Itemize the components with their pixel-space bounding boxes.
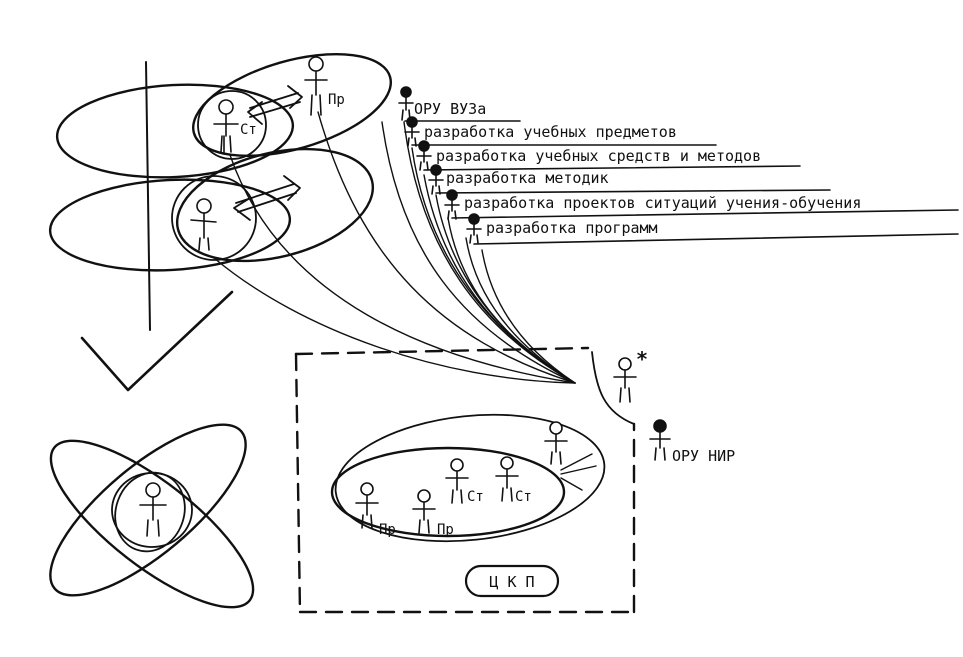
label-dev-4: разработка программ xyxy=(486,219,658,237)
person-dev-1 xyxy=(416,140,432,171)
inner-group: Пр Пр Ст Ст xyxy=(330,413,606,543)
person-upper-left xyxy=(213,99,239,153)
person-dev-2 xyxy=(428,164,444,195)
inner-group-ellipse-b xyxy=(334,413,606,543)
label-pr-upper: Пр xyxy=(328,92,345,108)
middle-inner-circle xyxy=(171,175,257,261)
development-list: ОРУ ВУЗа разработка учебных предметов ра… xyxy=(398,86,959,245)
top-left-cluster: Ст Пр xyxy=(48,53,392,331)
middle-left-ellipse xyxy=(48,178,292,272)
person-st-1 xyxy=(445,458,469,504)
asterisk-label: * xyxy=(636,347,648,371)
label-st-1: Ст xyxy=(467,489,484,505)
label-oru-vuza: ОРУ ВУЗа xyxy=(414,100,486,118)
person-center-bottom-left xyxy=(139,482,167,537)
person-dev-4 xyxy=(466,213,482,244)
boundary-curve xyxy=(591,351,635,425)
crossed-ellipse-b xyxy=(49,439,255,609)
crossed-ellipse-a xyxy=(49,423,247,597)
label-oru-nir: ОРУ НИР xyxy=(672,447,735,465)
label-pr-1: Пр xyxy=(379,522,396,538)
person-oru-nir xyxy=(649,419,671,461)
crossed-ellipses-figure xyxy=(49,423,255,609)
person-st-2 xyxy=(495,456,519,502)
label-pr-2: Пр xyxy=(437,522,454,538)
middle-double-arrow xyxy=(233,175,301,221)
label-dev-2: разработка методик xyxy=(446,169,609,187)
inner-group-ellipse-a xyxy=(330,446,566,538)
person-middle xyxy=(190,198,217,251)
person-pr-1 xyxy=(355,482,379,529)
ckp-label: Ц К П xyxy=(489,573,534,591)
convergence-lines xyxy=(213,111,576,384)
person-pr-2 xyxy=(412,489,436,534)
label-dev-3: разработка проектов ситуаций учения-обуч… xyxy=(464,194,861,212)
person-inner-right xyxy=(544,421,568,465)
center-circle-b xyxy=(114,471,186,553)
person-dev-0 xyxy=(404,116,420,147)
person-upper-right xyxy=(304,56,328,116)
person-asterisk xyxy=(613,357,637,403)
ray-lines xyxy=(560,453,597,491)
check-mark xyxy=(80,290,234,392)
label-st-upper: Ст xyxy=(240,122,257,138)
ckp-badge: Ц К П xyxy=(464,564,560,598)
label-dev-0: разработка учебных предметов xyxy=(424,123,677,141)
upper-double-arrow xyxy=(247,85,303,125)
label-dev-1: разработка учебных средств и методов xyxy=(436,147,761,165)
upper-right-ellipse xyxy=(192,53,392,157)
dashed-boundary xyxy=(294,346,636,614)
upper-left-ellipse xyxy=(55,83,295,179)
middle-right-ellipse xyxy=(175,147,375,263)
person-dev-3 xyxy=(444,189,460,220)
person-oru-vuza xyxy=(398,86,414,121)
vertical-divider-line xyxy=(145,61,151,331)
label-st-2: Ст xyxy=(515,489,532,505)
